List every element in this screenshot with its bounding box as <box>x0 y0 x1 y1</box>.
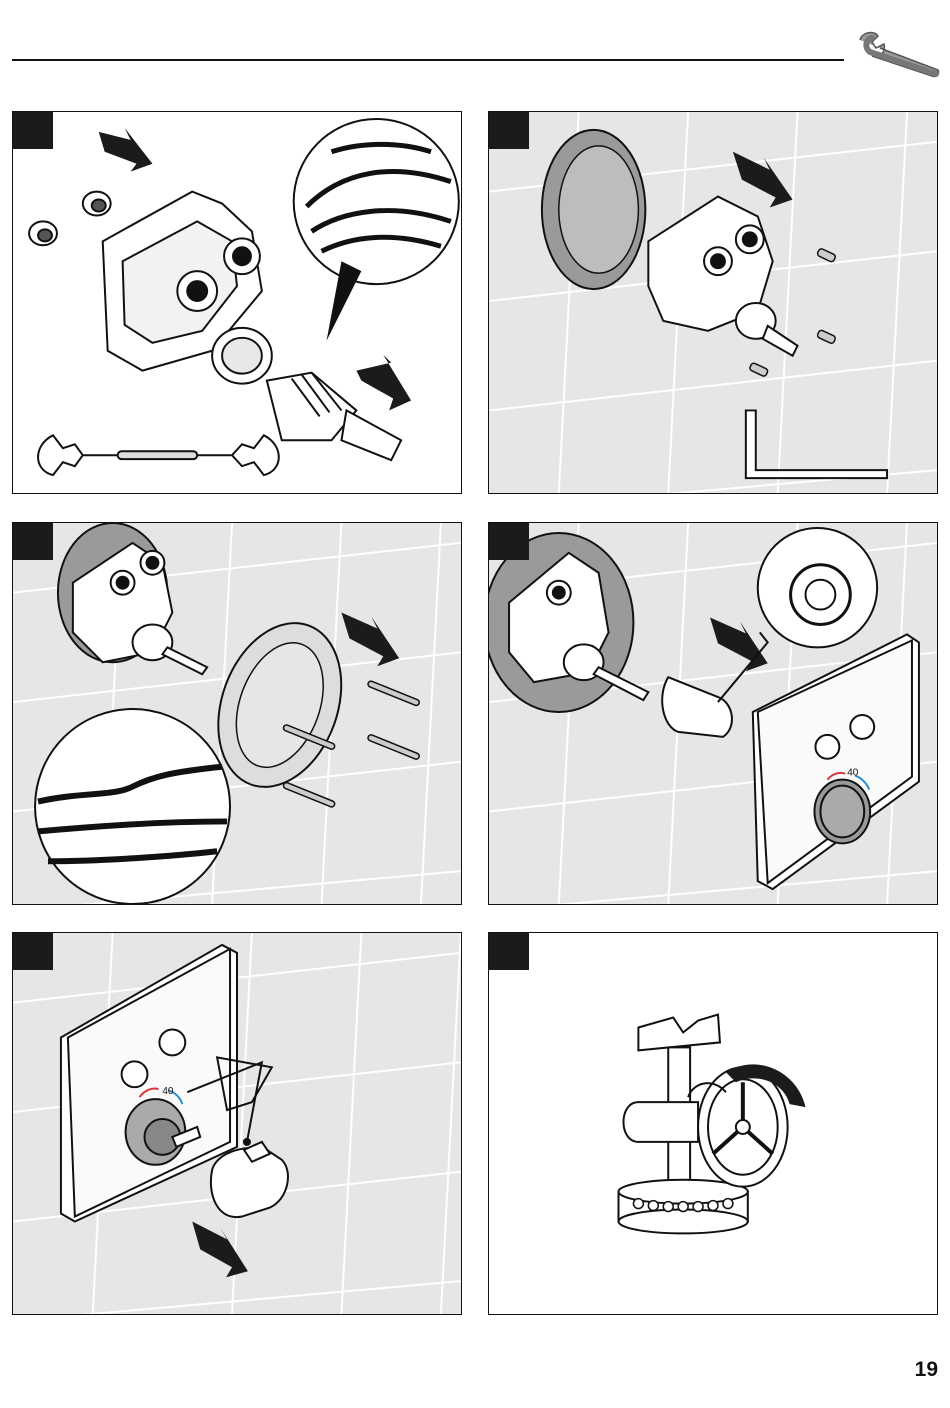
thermostatic-element-illustration <box>489 933 937 1314</box>
step-marker <box>13 933 53 970</box>
thermostat-handle-illustration: 40 <box>13 933 461 1314</box>
header-rule <box>12 59 844 61</box>
step-marker <box>13 112 53 149</box>
step-panel-6 <box>488 932 938 1315</box>
step-panel-5: 40 <box>12 932 462 1315</box>
step-panel-3 <box>12 522 462 905</box>
page-number: 19 <box>915 1358 938 1382</box>
step-panel-1 <box>12 111 462 494</box>
step-marker <box>489 112 529 149</box>
wrench-icon <box>852 28 942 78</box>
temperature-label: 40 <box>847 768 859 779</box>
cartridge-insertion-illustration <box>13 112 461 493</box>
valve-mounting-illustration <box>489 112 937 493</box>
mounting-ring-illustration <box>13 523 461 904</box>
step-marker <box>489 523 529 560</box>
trim-plate-illustration: 40 <box>489 523 937 904</box>
step-panel-4: 40 <box>488 522 938 905</box>
step-panel-2 <box>488 111 938 494</box>
step-marker <box>489 933 529 970</box>
temperature-label: 40 <box>162 1086 174 1097</box>
step-marker <box>13 523 53 560</box>
